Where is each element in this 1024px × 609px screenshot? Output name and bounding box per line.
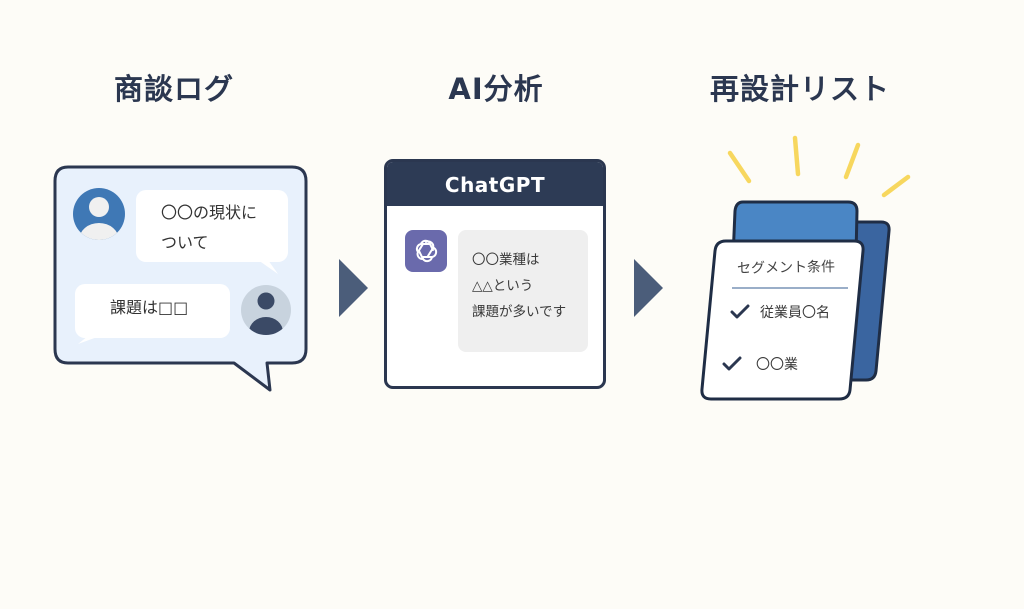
chatgpt-window-title: ChatGPT xyxy=(387,162,603,206)
arrow-right-icon xyxy=(339,259,368,317)
message-line: ついて xyxy=(161,233,209,252)
message-bubble-sales xyxy=(75,284,230,344)
chat-log-panel xyxy=(53,165,308,392)
openai-logo-icon xyxy=(405,230,447,272)
message-bubble-customer xyxy=(136,190,288,274)
avatar-sales-icon xyxy=(241,285,291,335)
response-line: 課題が多いです xyxy=(472,304,567,320)
customer-message-text: 〇〇の現状に ついて xyxy=(161,198,257,258)
message-line: 〇〇の現状に xyxy=(161,203,258,222)
condition-label: 従業員〇名 xyxy=(760,305,830,321)
segment-card-title: セグメント条件 xyxy=(736,259,836,277)
sparkle-rays-icon xyxy=(727,135,911,198)
step-title-redesign-list: 再設計リスト xyxy=(709,72,891,106)
condition-label: 〇〇業 xyxy=(756,357,798,373)
checkmark-icon xyxy=(730,304,750,319)
avatar-customer-icon xyxy=(73,188,125,240)
step-title-ai-analysis: AI分析 xyxy=(448,72,544,106)
chatgpt-window: ChatGPT 〇〇業種は △△という 課題が多いです xyxy=(384,159,606,389)
response-line: △△という xyxy=(472,278,534,294)
segment-card xyxy=(700,239,865,401)
document-stack-icon xyxy=(700,200,891,401)
openai-knot-glyph xyxy=(415,239,438,263)
checkmark-icon xyxy=(722,356,742,371)
step-title-sales-log: 商談ログ xyxy=(113,72,235,106)
ai-response-bubble: 〇〇業種は △△という 課題が多いです xyxy=(458,230,588,352)
segment-condition-item: 〇〇業 xyxy=(722,354,798,374)
response-line: 〇〇業種は xyxy=(472,252,540,268)
sales-message-text: 課題は□□ xyxy=(110,293,188,323)
segment-condition-item: 従業員〇名 xyxy=(730,302,830,322)
arrow-right-icon xyxy=(634,259,663,317)
message-line: 課題は□□ xyxy=(110,298,189,317)
